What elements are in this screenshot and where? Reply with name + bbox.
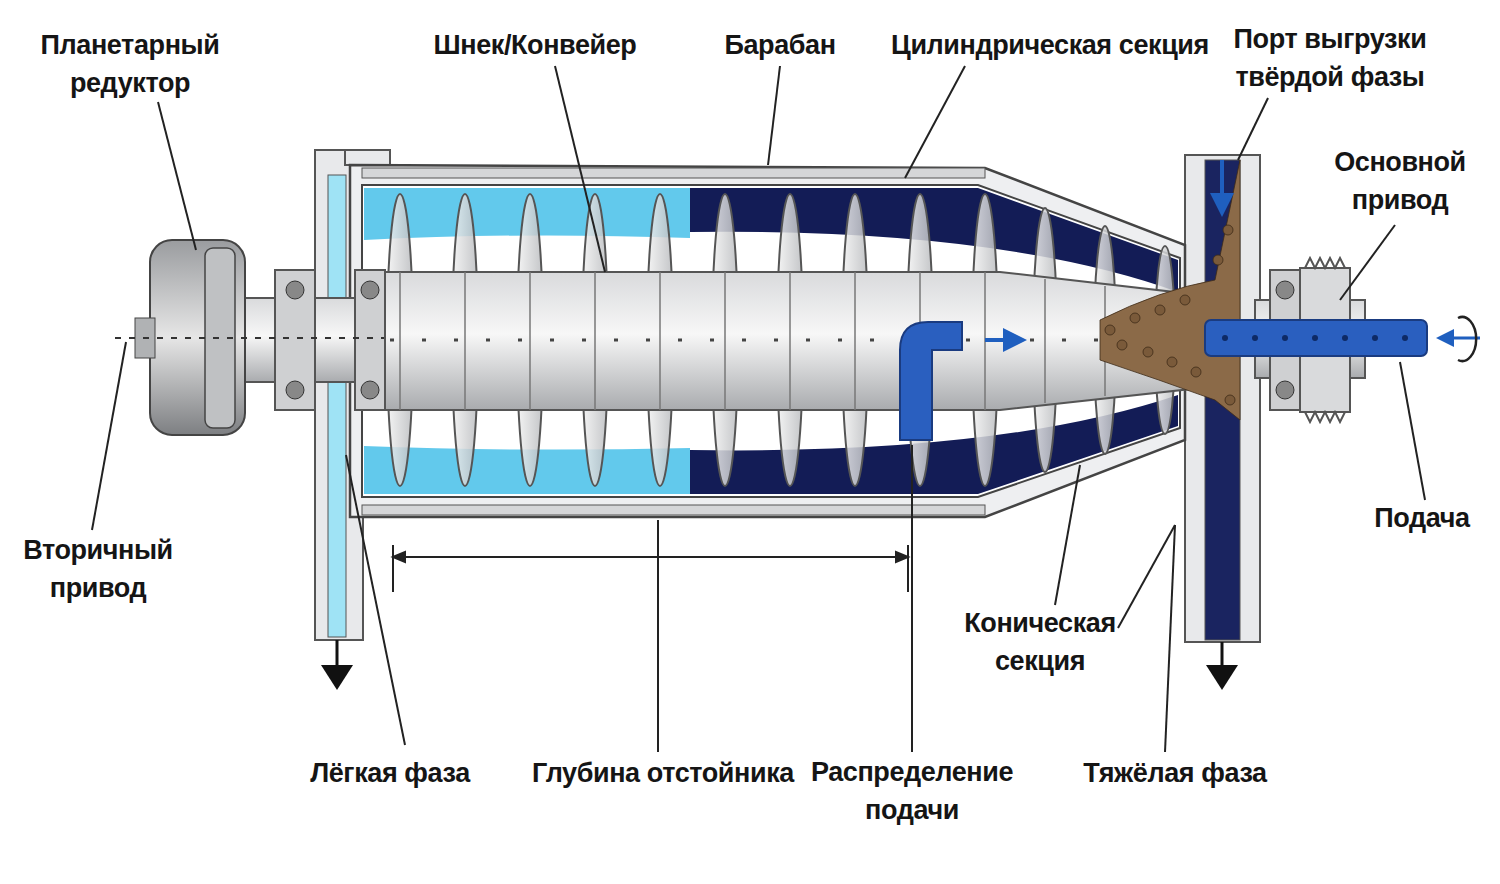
part-label: Цилиндрическая секция	[870, 26, 1230, 64]
part-label: Барабан	[680, 26, 880, 64]
part-label: Основной привод	[1315, 143, 1485, 219]
screw-hub	[385, 272, 1200, 410]
part-label: Шнек/Конвейер	[375, 26, 695, 64]
part-label: Порт выгрузки твёрдой фазы	[1210, 20, 1450, 96]
part-label: Подача	[1342, 499, 1500, 537]
solids	[1100, 160, 1240, 420]
part-label: Лёгкая фаза	[260, 754, 520, 792]
outlet-arrows	[321, 640, 1238, 690]
part-label: Планетарный редуктор	[20, 26, 240, 102]
part-label: Вторичный привод	[8, 531, 188, 607]
part-label: Распределение подачи	[797, 753, 1027, 829]
part-label: Глубина отстойника	[503, 754, 823, 792]
part-label: Коническая секция	[945, 604, 1135, 680]
part-label: Тяжёлая фаза	[1045, 754, 1305, 792]
dimension-line	[393, 545, 908, 592]
leader-lines	[92, 66, 1425, 752]
